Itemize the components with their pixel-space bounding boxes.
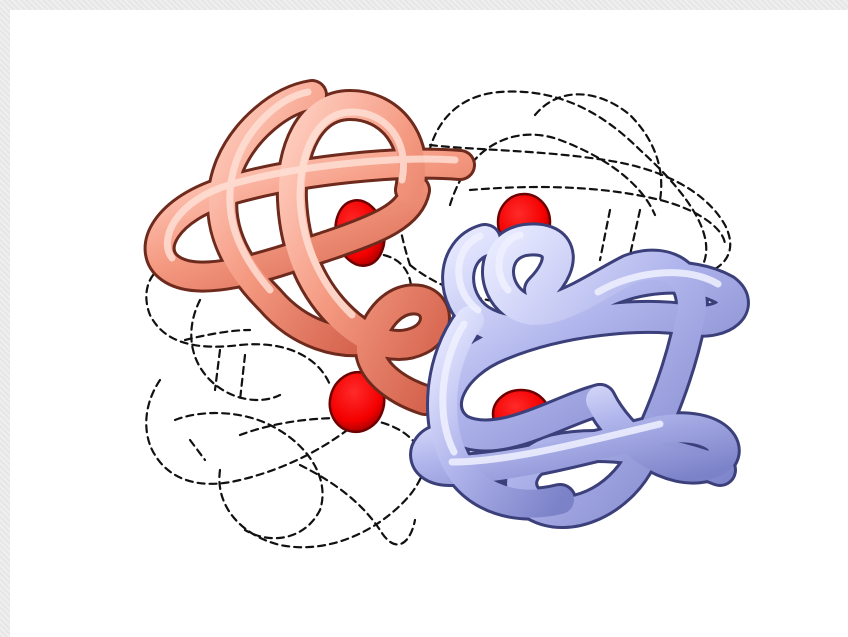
dashed-loop [468, 185, 727, 247]
dashed-loop [628, 208, 642, 257]
dashed-loop [238, 417, 427, 467]
dashed-loop [213, 348, 222, 392]
dashed-outline-group [145, 90, 732, 549]
dashed-loop [533, 93, 663, 202]
dashed-loop [598, 208, 612, 262]
dashed-loop [183, 328, 252, 342]
red-protein-tube [143, 79, 476, 416]
dashed-loop [145, 378, 362, 485]
red-strand [278, 92, 448, 413]
dashed-loop [238, 353, 247, 402]
blue-protein-tube [409, 222, 750, 529]
red-strand [146, 150, 473, 290]
dashed-loop [428, 143, 732, 277]
dashed-loop [190, 298, 282, 402]
dashed-loop [423, 90, 708, 272]
dashed-loop [173, 411, 324, 540]
dashed-loop [145, 258, 332, 387]
dashed-loop [448, 133, 657, 217]
dashed-loop [298, 463, 417, 546]
dashed-loop [188, 438, 207, 462]
